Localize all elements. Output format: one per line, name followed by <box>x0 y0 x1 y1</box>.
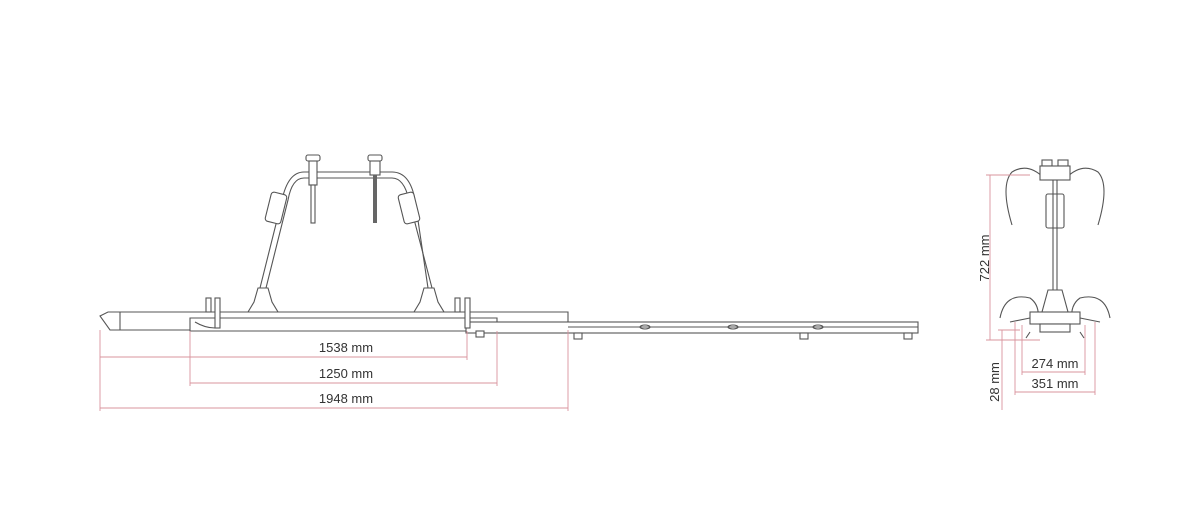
arch-frame <box>247 154 445 313</box>
dim-label-274: 274 mm <box>1032 356 1079 371</box>
side-view: 1538 mm 1250 mm 1948 mm <box>99 154 919 411</box>
end-view-dimension-lines <box>986 174 1096 410</box>
dimension-lines <box>99 330 569 411</box>
dim-label-1948: 1948 mm <box>319 391 373 406</box>
dim-label-722: 722 mm <box>977 235 992 282</box>
dim-label-1250: 1250 mm <box>319 366 373 381</box>
dim-label-351: 351 mm <box>1032 376 1079 391</box>
dim-label-1538: 1538 mm <box>319 340 373 355</box>
rail <box>99 297 919 340</box>
end-view: 722 mm 28 mm 274 mm 351 mm <box>977 159 1111 410</box>
dim-label-28: 28 mm <box>987 362 1002 402</box>
